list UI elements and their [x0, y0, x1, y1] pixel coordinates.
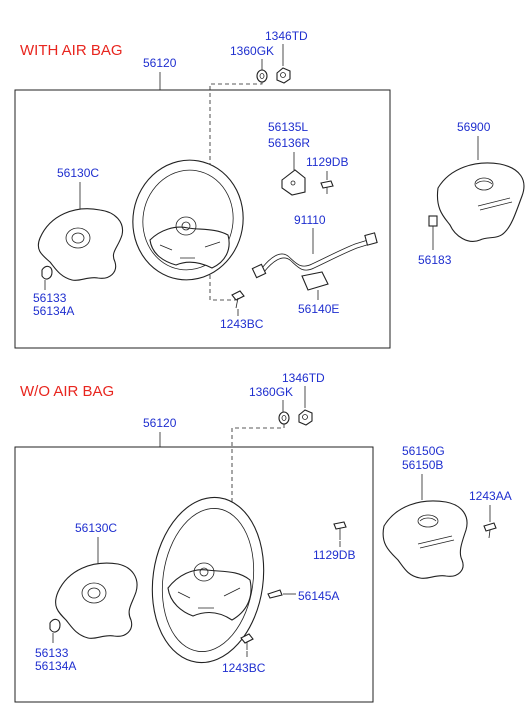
label-contact-2: 56145A: [298, 589, 339, 603]
bolt-part-1: [231, 290, 245, 309]
assembly-frame-wo-airbag: [14, 446, 374, 703]
section-with-airbag: WITH AIR BAG 56120 1346TD 1360GK 56130C: [14, 29, 525, 349]
label-nut-1: 1346TD: [265, 29, 308, 43]
steering-wheel-part-1: [132, 159, 244, 281]
label-emblem-a-1: 56133: [33, 291, 67, 305]
label-screw-1: 1129DB: [306, 155, 348, 169]
airbag-cover-part-1: [37, 208, 124, 281]
label-bolt-1: 1243BC: [220, 317, 264, 331]
label-screw-aa-2: 1243AA: [469, 489, 512, 503]
label-nut-2: 1346TD: [282, 371, 325, 385]
assembly-frame-with-airbag: [14, 89, 391, 349]
label-horn-pad-b-2: 56150G: [402, 444, 445, 458]
nut-part-1: [276, 67, 291, 84]
horn-pad-part-2: [382, 500, 468, 579]
label-bracket-r-1: 56136R: [268, 136, 310, 150]
clip-part-1: [428, 215, 438, 227]
label-emblem-b-2: 56134A: [35, 659, 76, 673]
label-clip-1: 56183: [418, 253, 452, 267]
contact-part-2: [267, 589, 283, 599]
screw-part-2: [333, 521, 347, 540]
label-bolt-2: 1243BC: [222, 661, 266, 675]
label-airbag-module-1: 56900: [457, 120, 491, 134]
label-emblem-a-2: 56133: [35, 646, 69, 660]
washer-part-1: [256, 69, 268, 83]
label-washer-1: 1360GK: [230, 44, 274, 58]
label-screw-2: 1129DB: [313, 548, 355, 562]
wiring-harness-part-1: [251, 232, 378, 291]
label-pad-cover-2: 56130C: [75, 521, 117, 535]
label-wiring-1: 91110: [294, 213, 326, 227]
bolt-part-2: [240, 633, 254, 650]
emblem-part-1: [41, 265, 53, 280]
section-title-with-airbag: WITH AIR BAG: [20, 42, 123, 59]
section-title-wo-airbag: W/O AIR BAG: [20, 383, 114, 400]
airbag-module-part-1: [436, 162, 525, 242]
pad-cover-part-2: [55, 562, 138, 639]
label-emblem-b-1: 56134A: [33, 304, 74, 318]
screw-part-1: [320, 180, 334, 194]
nut-part-2: [298, 409, 313, 426]
label-bracket-l-1: 56135L: [268, 120, 308, 134]
label-washer-2: 1360GK: [249, 385, 293, 399]
label-steering-wheel-2: 56120: [143, 416, 177, 430]
washer-part-2: [278, 411, 290, 425]
label-steering-wheel-1: 56120: [143, 56, 177, 70]
label-horn-pad-g-2: 56150B: [402, 458, 443, 472]
steering-wheel-part-2: [151, 496, 265, 664]
bracket-part-1: [281, 169, 306, 196]
label-extension-wire-1: 56140E: [298, 302, 339, 316]
label-airbag-cover-1: 56130C: [57, 166, 99, 180]
screw-aa-part-2: [483, 522, 497, 539]
section-wo-airbag: W/O AIR BAG 56120 1346TD 1360GK 56130C 5: [14, 371, 512, 703]
emblem-part-2: [49, 618, 61, 633]
